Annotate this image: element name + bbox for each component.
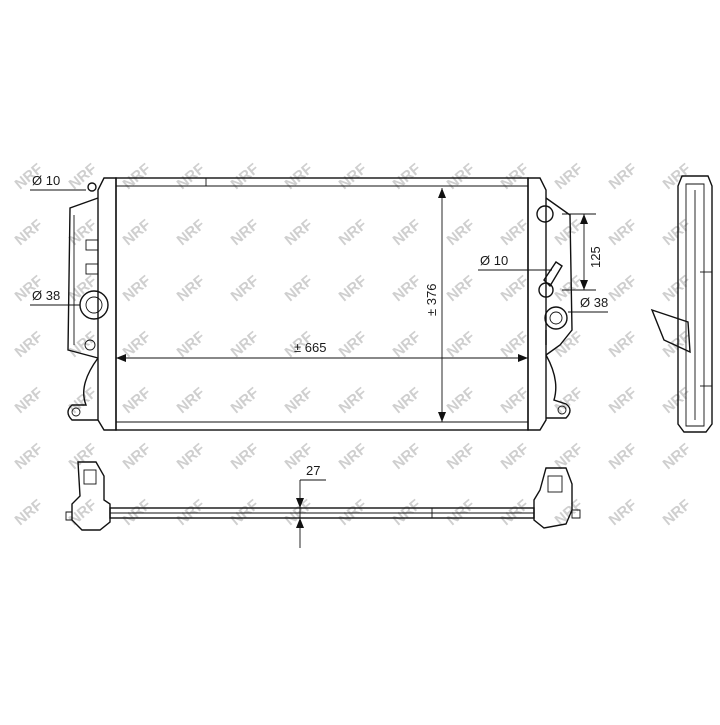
watermark-logo: NRF	[606, 496, 641, 529]
watermark-logo: NRF	[498, 160, 533, 193]
watermark-logo: NRF	[606, 440, 641, 473]
watermark-logo: NRF	[606, 328, 641, 361]
watermark-logo: NRF	[174, 160, 209, 193]
watermark-logo: NRF	[66, 272, 101, 305]
watermark-logo: NRF	[336, 440, 371, 473]
watermark-logo: NRF	[228, 384, 263, 417]
watermark-logo: NRF	[498, 440, 533, 473]
watermark-logo: NRF	[336, 160, 371, 193]
watermark-logo: NRF	[282, 272, 317, 305]
watermark-logo: NRF	[12, 216, 47, 249]
watermark-logo: NRF	[498, 272, 533, 305]
watermark-logo: NRF	[120, 272, 155, 305]
watermark-logo: NRF	[498, 384, 533, 417]
watermark-logo: NRF	[606, 216, 641, 249]
dimension-left-pipe-diameter: Ø 38	[32, 288, 60, 303]
watermark-logo: NRF	[282, 216, 317, 249]
watermark-logo: NRF	[228, 216, 263, 249]
watermark-pattern: NRF NRF NRF NRF NRF NRF NRF NRF NRF NRF NRF NRF NRF N…	[12, 160, 695, 529]
watermark-logo: NRF	[660, 272, 695, 305]
watermark-logo: NRF	[282, 160, 317, 193]
watermark-logo: NRF	[606, 384, 641, 417]
watermark-logo: NRF	[174, 384, 209, 417]
watermark-logo: NRF	[606, 160, 641, 193]
watermark-logo: NRF	[552, 160, 587, 193]
watermark-logo: NRF	[606, 272, 641, 305]
watermark-logo: NRF	[444, 160, 479, 193]
left-filler-cap	[79, 290, 109, 320]
watermark-logo: NRF	[228, 160, 263, 193]
dimension-width: ± 665	[294, 340, 326, 355]
watermark-logo: NRF	[444, 384, 479, 417]
watermark-logo: NRF	[660, 384, 695, 417]
watermark-logo: NRF	[660, 496, 695, 529]
right-tank	[527, 177, 547, 431]
watermark-logo: NRF	[390, 328, 425, 361]
watermark-logo: NRF	[336, 384, 371, 417]
watermark-logo: NRF	[552, 216, 587, 249]
watermark-logo: NRF	[444, 328, 479, 361]
watermark-logo: NRF	[282, 384, 317, 417]
watermark-logo: NRF	[228, 272, 263, 305]
watermark-logo: NRF	[174, 328, 209, 361]
watermark-logo: NRF	[444, 216, 479, 249]
watermark-logo: NRF	[120, 216, 155, 249]
right-outlet-pipe	[544, 306, 568, 330]
watermark-logo: NRF	[66, 496, 101, 529]
watermark-logo: NRF	[174, 440, 209, 473]
watermark-logo: NRF	[120, 440, 155, 473]
radiator-front-view: ± 665 ± 376 Ø 10 Ø 38 Ø 10 Ø 38 125	[30, 173, 608, 431]
watermark-logo: NRF	[174, 272, 209, 305]
left-tank	[97, 177, 117, 431]
watermark-logo: NRF	[498, 328, 533, 361]
watermark-logo: NRF	[444, 272, 479, 305]
dimension-depth: 27	[306, 463, 320, 478]
watermark-logo: NRF	[444, 440, 479, 473]
watermark-logo: NRF	[120, 384, 155, 417]
watermark-logo: NRF	[12, 328, 47, 361]
watermark-logo: NRF	[12, 440, 47, 473]
watermark-logo: NRF	[12, 496, 47, 529]
watermark-logo: NRF	[552, 496, 587, 529]
watermark-logo: NRF	[228, 440, 263, 473]
side-view-outlet-pipe	[650, 308, 691, 354]
watermark-logo: NRF	[120, 160, 155, 193]
watermark-logo: NRF	[390, 440, 425, 473]
dimension-fitting-distance: 125	[588, 246, 603, 268]
watermark-logo: NRF	[390, 160, 425, 193]
watermark-logo: NRF	[66, 160, 101, 193]
radiator-top-view: 27	[65, 461, 581, 548]
watermark-logo: NRF	[336, 272, 371, 305]
watermark-logo: NRF	[336, 328, 371, 361]
watermark-logo: NRF	[660, 440, 695, 473]
watermark-logo: NRF	[498, 216, 533, 249]
watermark-logo: NRF	[66, 384, 101, 417]
radiator-side-view	[650, 175, 713, 433]
watermark-logo: NRF	[390, 384, 425, 417]
watermark-logo: NRF	[390, 272, 425, 305]
watermark-logo: NRF	[228, 328, 263, 361]
watermark-logo: NRF	[66, 216, 101, 249]
watermark-logo: NRF	[660, 216, 695, 249]
dimension-right-inlet-diameter: Ø 10	[480, 253, 508, 268]
watermark-logo: NRF	[174, 216, 209, 249]
watermark-logo: NRF	[390, 216, 425, 249]
dimension-right-pipe-diameter: Ø 38	[580, 295, 608, 310]
watermark-logo: NRF	[12, 384, 47, 417]
dimension-height: ± 376	[424, 284, 439, 316]
dimension-left-inlet-diameter: Ø 10	[32, 173, 60, 188]
watermark-logo: NRF	[66, 440, 101, 473]
watermark-logo: NRF	[336, 216, 371, 249]
